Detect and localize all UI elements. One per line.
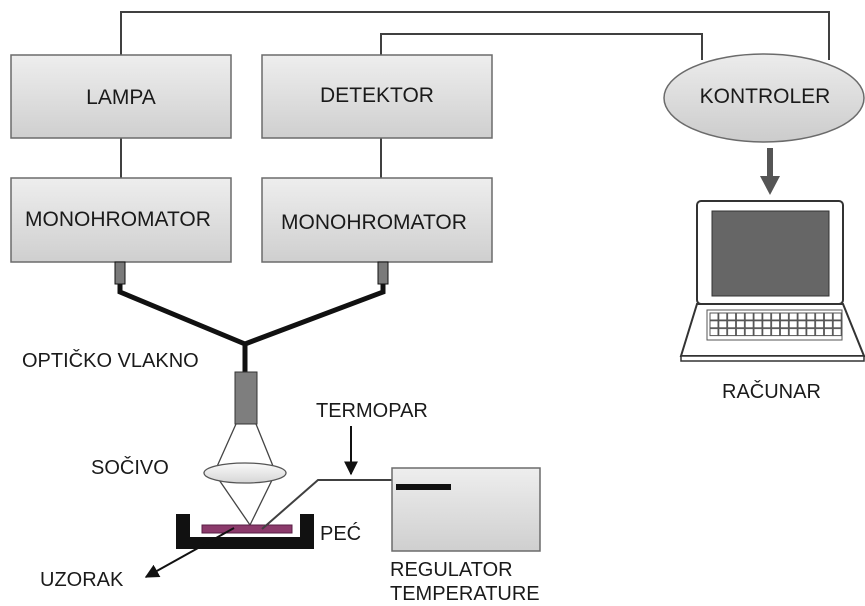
- laptop-key: [709, 320, 719, 329]
- laptop-key: [735, 312, 745, 321]
- fiber-connector-left: [114, 261, 126, 285]
- regulator-label-line1: REGULATOR: [390, 559, 513, 581]
- pec-label: PEĆ: [320, 522, 361, 545]
- laptop-screen: [711, 210, 830, 297]
- laptop-key: [771, 328, 781, 337]
- furnace: [176, 514, 314, 549]
- laptop-key: [744, 320, 754, 329]
- laptop-key: [788, 328, 798, 337]
- laptop-key: [779, 312, 789, 321]
- laptop-key: [771, 312, 781, 321]
- sample: [201, 524, 293, 534]
- monohromator-right-label: MONOHROMATOR: [281, 211, 467, 234]
- laptop-key: [806, 328, 816, 337]
- laptop-key: [797, 328, 807, 337]
- laptop-key: [718, 320, 728, 329]
- laptop-key: [806, 312, 816, 321]
- kontroler-oval: KONTROLER: [663, 53, 865, 143]
- termopar-label: TERMOPAR: [316, 400, 428, 422]
- monohromator-left-box: MONOHROMATOR: [10, 177, 232, 263]
- laptop-key: [815, 312, 825, 321]
- laptop-key: [753, 320, 763, 329]
- laptop-key: [823, 312, 833, 321]
- socivo-label: SOČIVO: [91, 456, 169, 479]
- laptop-key: [832, 320, 842, 329]
- monohromator-left-label: MONOHROMATOR: [25, 208, 211, 231]
- laptop-key: [762, 320, 772, 329]
- wire-lampa-kontroler: [120, 11, 830, 60]
- laptop-key: [709, 312, 719, 321]
- lampa-box: LAMPA: [10, 54, 232, 139]
- laptop-key: [815, 328, 825, 337]
- laptop-key: [779, 328, 789, 337]
- laptop-key: [744, 312, 754, 321]
- lens: [203, 462, 287, 484]
- laptop-key: [832, 328, 842, 337]
- laptop-key: [735, 328, 745, 337]
- uzorak-arrow: [144, 527, 235, 578]
- light-path: [214, 423, 276, 526]
- kontroler-label: KONTROLER: [700, 85, 831, 108]
- laptop-key: [709, 328, 719, 337]
- wire-detektor-kontroler: [380, 33, 703, 60]
- kontroler-to-racunar-arrow: [760, 148, 780, 195]
- laptop-key: [727, 312, 737, 321]
- laptop-key: [788, 312, 798, 321]
- laptop-key: [744, 328, 754, 337]
- regulator-display-bar: [396, 484, 451, 490]
- laptop-key: [753, 312, 763, 321]
- laptop-key: [753, 328, 763, 337]
- opticko-vlakno-label: OPTIČKO VLAKNO: [22, 349, 199, 372]
- temperature-regulator: [391, 467, 541, 552]
- monohromator-right-box: MONOHROMATOR: [261, 177, 493, 263]
- connection-wires: [120, 11, 830, 178]
- laptop-key: [797, 312, 807, 321]
- laptop-key: [779, 320, 789, 329]
- laptop-key: [832, 312, 842, 321]
- laptop-key: [788, 320, 798, 329]
- laptop-key: [762, 328, 772, 337]
- uzorak-label: UZORAK: [40, 569, 124, 591]
- laptop-keyboard: [709, 312, 842, 337]
- laptop-key: [823, 320, 833, 329]
- laptop-key: [718, 312, 728, 321]
- laptop-key: [815, 320, 825, 329]
- racunar-label: RAČUNAR: [722, 380, 821, 403]
- detektor-box: DETEKTOR: [261, 54, 493, 139]
- laptop-key: [735, 320, 745, 329]
- thermocouple-wire: [261, 479, 395, 530]
- fiber-probe: [234, 371, 258, 425]
- regulator-label-line2: TEMPERATURE: [390, 583, 540, 605]
- laptop-key: [806, 320, 816, 329]
- detektor-label: DETEKTOR: [320, 84, 434, 107]
- laptop-key: [762, 312, 772, 321]
- lampa-label: LAMPA: [86, 86, 156, 109]
- laptop-key: [823, 328, 833, 337]
- laptop-key: [797, 320, 807, 329]
- laptop-key: [771, 320, 781, 329]
- laptop-key: [727, 328, 737, 337]
- optical-fiber: [117, 284, 386, 372]
- fiber-connector-right: [377, 261, 389, 285]
- laptop-key: [718, 328, 728, 337]
- laptop-key: [727, 320, 737, 329]
- laptop-icon: [679, 200, 865, 362]
